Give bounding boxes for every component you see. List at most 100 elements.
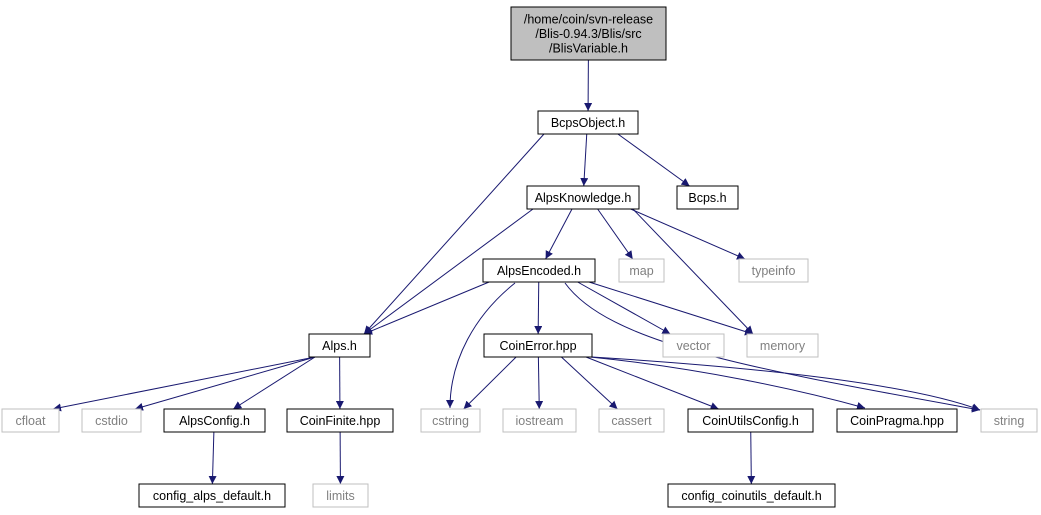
- edge-alps-to-cstdio: [134, 356, 316, 411]
- node-label: cstdio: [95, 414, 128, 428]
- edge-alpsknowledge-to-alps: [363, 208, 534, 335]
- edge-alpsencoded-to-memory: [588, 281, 754, 336]
- node-box: [483, 333, 593, 358]
- edge-bcpsobject-to-bcps: [617, 133, 690, 187]
- node-box: [598, 408, 665, 433]
- node-box: [738, 258, 809, 283]
- node-box: [1, 408, 60, 433]
- node-box: [526, 185, 640, 210]
- node-cstdio: cstdio: [81, 408, 142, 433]
- edge-coinutilsconfig-to-config_coinutils_default: [747, 431, 756, 485]
- node-config_coinutils_default[interactable]: config_coinutils_default.h: [667, 483, 836, 508]
- edge-alpsconfig-to-config_alps_default: [208, 431, 217, 485]
- node-label: Bcps.h: [688, 191, 726, 205]
- node-alpsencoded[interactable]: AlpsEncoded.h: [482, 258, 596, 283]
- node-label: map: [629, 264, 653, 278]
- node-label: /BlisVariable.h: [549, 42, 628, 56]
- node-iostream: iostream: [502, 408, 577, 433]
- node-label: typeinfo: [752, 264, 796, 278]
- node-box: [510, 6, 667, 61]
- node-box: [746, 333, 819, 358]
- edge-alpsknowledge-to-alpsencoded: [545, 208, 573, 260]
- node-label: cassert: [611, 414, 652, 428]
- node-string: string: [980, 408, 1038, 433]
- node-label: config_coinutils_default.h: [681, 489, 821, 503]
- edge-alps-to-cfloat: [52, 356, 316, 412]
- edge-coinerror-to-iostream: [535, 356, 544, 410]
- edge-bcpsobject-to-alpsknowledge: [580, 133, 589, 187]
- edge-alpsknowledge-to-memory: [632, 208, 754, 335]
- edge-coinerror-to-cstring: [463, 356, 517, 410]
- node-label: limits: [326, 489, 354, 503]
- node-box: [482, 258, 596, 283]
- node-cassert: cassert: [598, 408, 665, 433]
- node-coinutilsconfig[interactable]: CoinUtilsConfig.h: [687, 408, 814, 433]
- node-label: /home/coin/svn-release: [524, 13, 653, 27]
- node-box: [537, 110, 639, 135]
- node-label: BcpsObject.h: [551, 116, 625, 130]
- node-box: [618, 258, 665, 283]
- edge-coinerror-to-string: [591, 356, 981, 411]
- node-box: [667, 483, 836, 508]
- node-bcpsobject[interactable]: BcpsObject.h: [537, 110, 639, 135]
- node-coinpragma[interactable]: CoinPragma.hpp: [836, 408, 958, 433]
- node-box: [980, 408, 1038, 433]
- node-box: [502, 408, 577, 433]
- edge-alps-to-alpsconfig: [232, 356, 316, 410]
- node-label: AlpsConfig.h: [179, 414, 250, 428]
- node-label: AlpsKnowledge.h: [535, 191, 632, 205]
- node-alpsconfig[interactable]: AlpsConfig.h: [163, 408, 266, 433]
- node-typeinfo: typeinfo: [738, 258, 809, 283]
- node-box: [163, 408, 266, 433]
- node-map: map: [618, 258, 665, 283]
- node-coinfinite[interactable]: CoinFinite.hpp: [286, 408, 394, 433]
- node-label: string: [994, 414, 1025, 428]
- edge-alpsknowledge-to-map: [597, 208, 634, 260]
- node-cstring: cstring: [420, 408, 481, 433]
- node-label: cstring: [432, 414, 469, 428]
- edge-coinerror-to-coinpragma: [589, 356, 866, 410]
- node-box: [138, 483, 286, 508]
- node-label: config_alps_default.h: [153, 489, 271, 503]
- edge-bcpsobject-to-alps: [363, 133, 545, 335]
- node-memory: memory: [746, 333, 819, 358]
- edge-coinerror-to-coinutilsconfig: [585, 356, 719, 410]
- node-label: CoinPragma.hpp: [850, 414, 944, 428]
- node-alps[interactable]: Alps.h: [308, 333, 371, 358]
- node-limits: limits: [312, 483, 369, 508]
- node-blisvariable[interactable]: /home/coin/svn-release/Blis-0.94.3/Blis/…: [510, 6, 667, 61]
- node-label: memory: [760, 339, 806, 353]
- node-box: [676, 185, 739, 210]
- node-box: [420, 408, 481, 433]
- node-label: CoinFinite.hpp: [300, 414, 381, 428]
- edge-alpsencoded-to-alps: [363, 281, 490, 335]
- node-label: iostream: [516, 414, 564, 428]
- node-box: [836, 408, 958, 433]
- node-vector: vector: [662, 333, 725, 358]
- node-box: [286, 408, 394, 433]
- node-coinerror[interactable]: CoinError.hpp: [483, 333, 593, 358]
- nodes: /home/coin/svn-release/Blis-0.94.3/Blis/…: [1, 6, 1038, 508]
- node-label: vector: [676, 339, 710, 353]
- edges: [52, 59, 981, 485]
- node-box: [308, 333, 371, 358]
- node-label: CoinUtilsConfig.h: [702, 414, 799, 428]
- edge-coinerror-to-cassert: [561, 356, 618, 410]
- node-alpsknowledge[interactable]: AlpsKnowledge.h: [526, 185, 640, 210]
- node-label: Alps.h: [322, 339, 357, 353]
- node-box: [312, 483, 369, 508]
- edge-alpsencoded-to-cstring: [446, 282, 516, 409]
- node-cfloat: cfloat: [1, 408, 60, 433]
- edge-alpsencoded-to-vector: [577, 281, 671, 335]
- node-label: cfloat: [16, 414, 46, 428]
- node-box: [662, 333, 725, 358]
- edge-alpsencoded-to-coinerror: [534, 281, 543, 335]
- node-bcps[interactable]: Bcps.h: [676, 185, 739, 210]
- node-label: /Blis-0.94.3/Blis/src: [535, 27, 641, 41]
- node-label: AlpsEncoded.h: [497, 264, 581, 278]
- node-box: [687, 408, 814, 433]
- node-box: [81, 408, 142, 433]
- node-config_alps_default[interactable]: config_alps_default.h: [138, 483, 286, 508]
- edge-alpsknowledge-to-typeinfo: [630, 208, 746, 260]
